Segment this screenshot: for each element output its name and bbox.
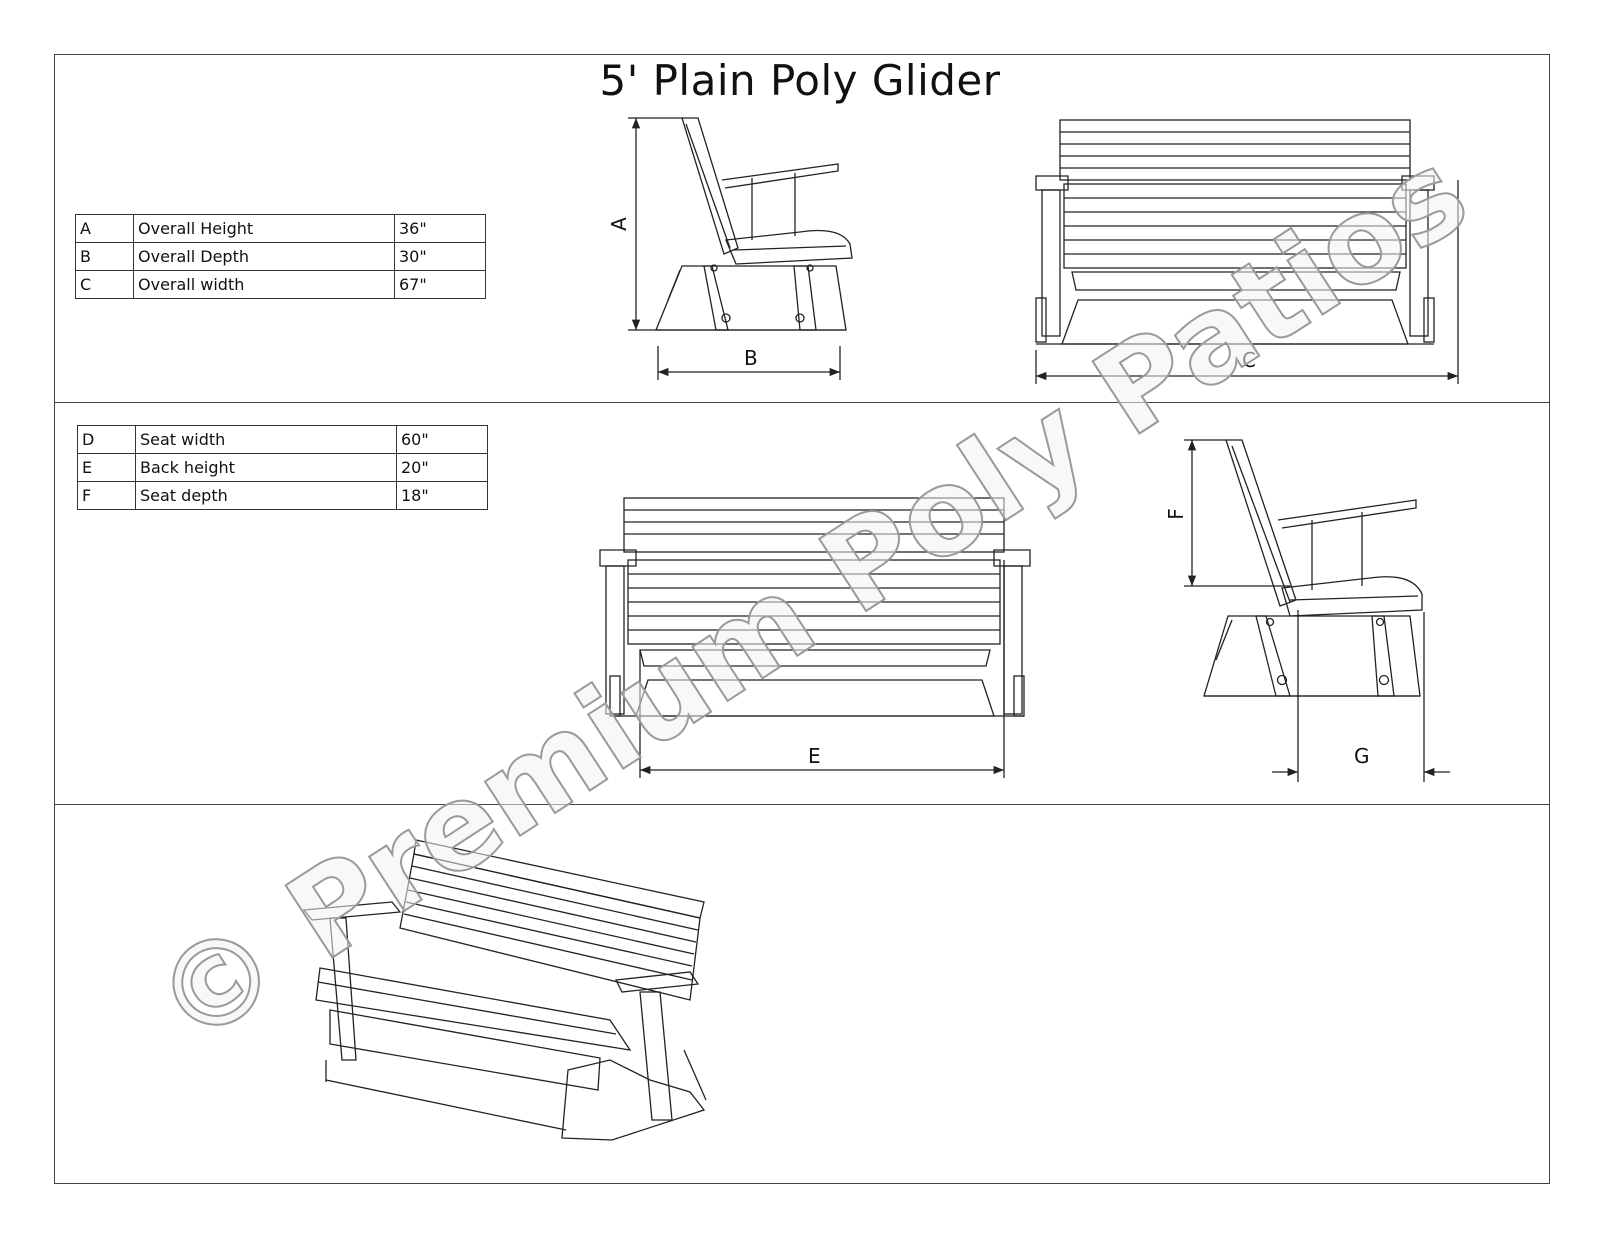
dim-label-g: G xyxy=(1354,744,1370,768)
table-row: C Overall width 67" xyxy=(75,270,486,299)
dim-value: 60" xyxy=(396,425,488,454)
table-row: D Seat width 60" xyxy=(77,425,488,454)
glider-front-view-middle xyxy=(599,497,1031,717)
section-divider-top xyxy=(54,402,1550,403)
dim-value: 67" xyxy=(394,270,486,299)
dim-label-c: C xyxy=(1242,348,1256,372)
dim-label-a: A xyxy=(606,217,631,231)
glider-isometric-view xyxy=(302,839,707,1141)
dim-key: D xyxy=(77,425,136,454)
glider-side-view-top xyxy=(655,117,853,331)
dim-label-f: F xyxy=(1163,508,1188,520)
table-row: A Overall Height 36" xyxy=(75,214,486,243)
table-row: B Overall Depth 30" xyxy=(75,242,486,271)
dim-name: Overall Height xyxy=(133,214,395,243)
dim-name: Overall width xyxy=(133,270,395,299)
dim-key: E xyxy=(77,453,136,482)
glider-side-view-middle xyxy=(1203,439,1423,697)
section-divider-bottom xyxy=(54,804,1550,805)
dimensions-table-seat: D Seat width 60" E Back height 20" F Sea… xyxy=(77,425,488,510)
table-row: E Back height 20" xyxy=(77,453,488,482)
dim-value: 20" xyxy=(396,453,488,482)
dim-key: B xyxy=(75,242,134,271)
dimensions-table-overall: A Overall Height 36" B Overall Depth 30"… xyxy=(75,214,486,299)
dim-key: F xyxy=(77,481,136,510)
dim-name: Back height xyxy=(135,453,397,482)
glider-front-view-top xyxy=(1035,119,1435,345)
dim-label-e: E xyxy=(808,744,821,768)
drawing-title: 5' Plain Poly Glider xyxy=(599,56,1001,105)
dim-name: Overall Depth xyxy=(133,242,395,271)
drawing-frame xyxy=(54,54,1550,1184)
table-row: F Seat depth 18" xyxy=(77,481,488,510)
dim-label-b: B xyxy=(744,346,758,370)
dim-name: Seat width xyxy=(135,425,397,454)
dim-value: 18" xyxy=(396,481,488,510)
dim-value: 30" xyxy=(394,242,486,271)
